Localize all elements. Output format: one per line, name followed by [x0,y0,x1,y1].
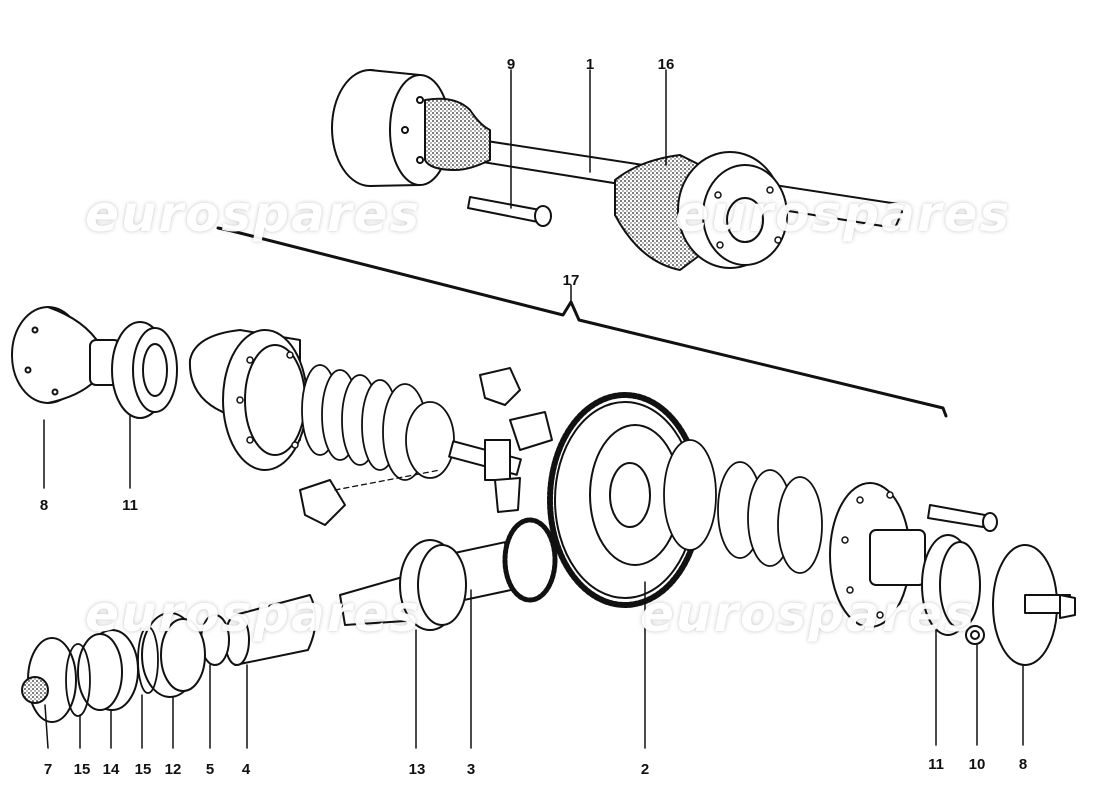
bearing-part-11-left [111,321,178,419]
pinion-part-3 [339,517,558,626]
part-label: 11 [928,756,944,773]
spider-gear-bottom [299,479,346,526]
part-label: 7 [43,761,53,778]
differential-housing [188,329,308,471]
part-label: 3 [466,761,476,778]
part-label: 15 [134,761,152,778]
watermark-logo: eurospares [85,585,422,643]
part-label: 2 [640,761,650,778]
part-label: 4 [241,761,251,778]
clutch-plates-left [301,364,455,481]
part-label: 14 [102,761,120,778]
part-label: 9 [506,56,516,73]
part-label: 1 [585,56,595,73]
group-bracket-17 [216,226,948,418]
clutch-pack-right [663,439,823,574]
flange-part-8-left [11,306,121,404]
spacer-part-4 [224,594,317,666]
spider-gear-top [479,367,521,406]
watermark-logo: eurospares [85,185,422,243]
part-label: 16 [657,56,675,73]
bolt-part-9 [467,196,552,227]
part-label: 17 [562,272,580,289]
part-label: 12 [164,761,182,778]
circlip-part-15-b [65,643,91,717]
watermark-logo: eurospares [640,585,977,643]
bearing-part-13 [399,539,467,631]
nut-part-10 [965,625,985,645]
watermark-logo: eurospares [675,185,1012,243]
part-label: 5 [205,761,215,778]
part-label: 8 [39,497,49,514]
part-label: 13 [408,761,426,778]
nut-part-7 [21,637,77,723]
ring-gear-part-2 [547,392,703,608]
bearing-part-11-right [921,534,981,636]
differential-cover-right [829,482,926,628]
drive-shaft-part-1 [331,69,906,271]
cross-shaft [448,411,553,513]
bolt-right [927,504,998,532]
part-label: 10 [968,756,986,773]
flange-part-8-right [992,544,1076,666]
part-label: 11 [122,497,138,514]
part-label: 15 [73,761,91,778]
part-label: 8 [1018,756,1028,773]
